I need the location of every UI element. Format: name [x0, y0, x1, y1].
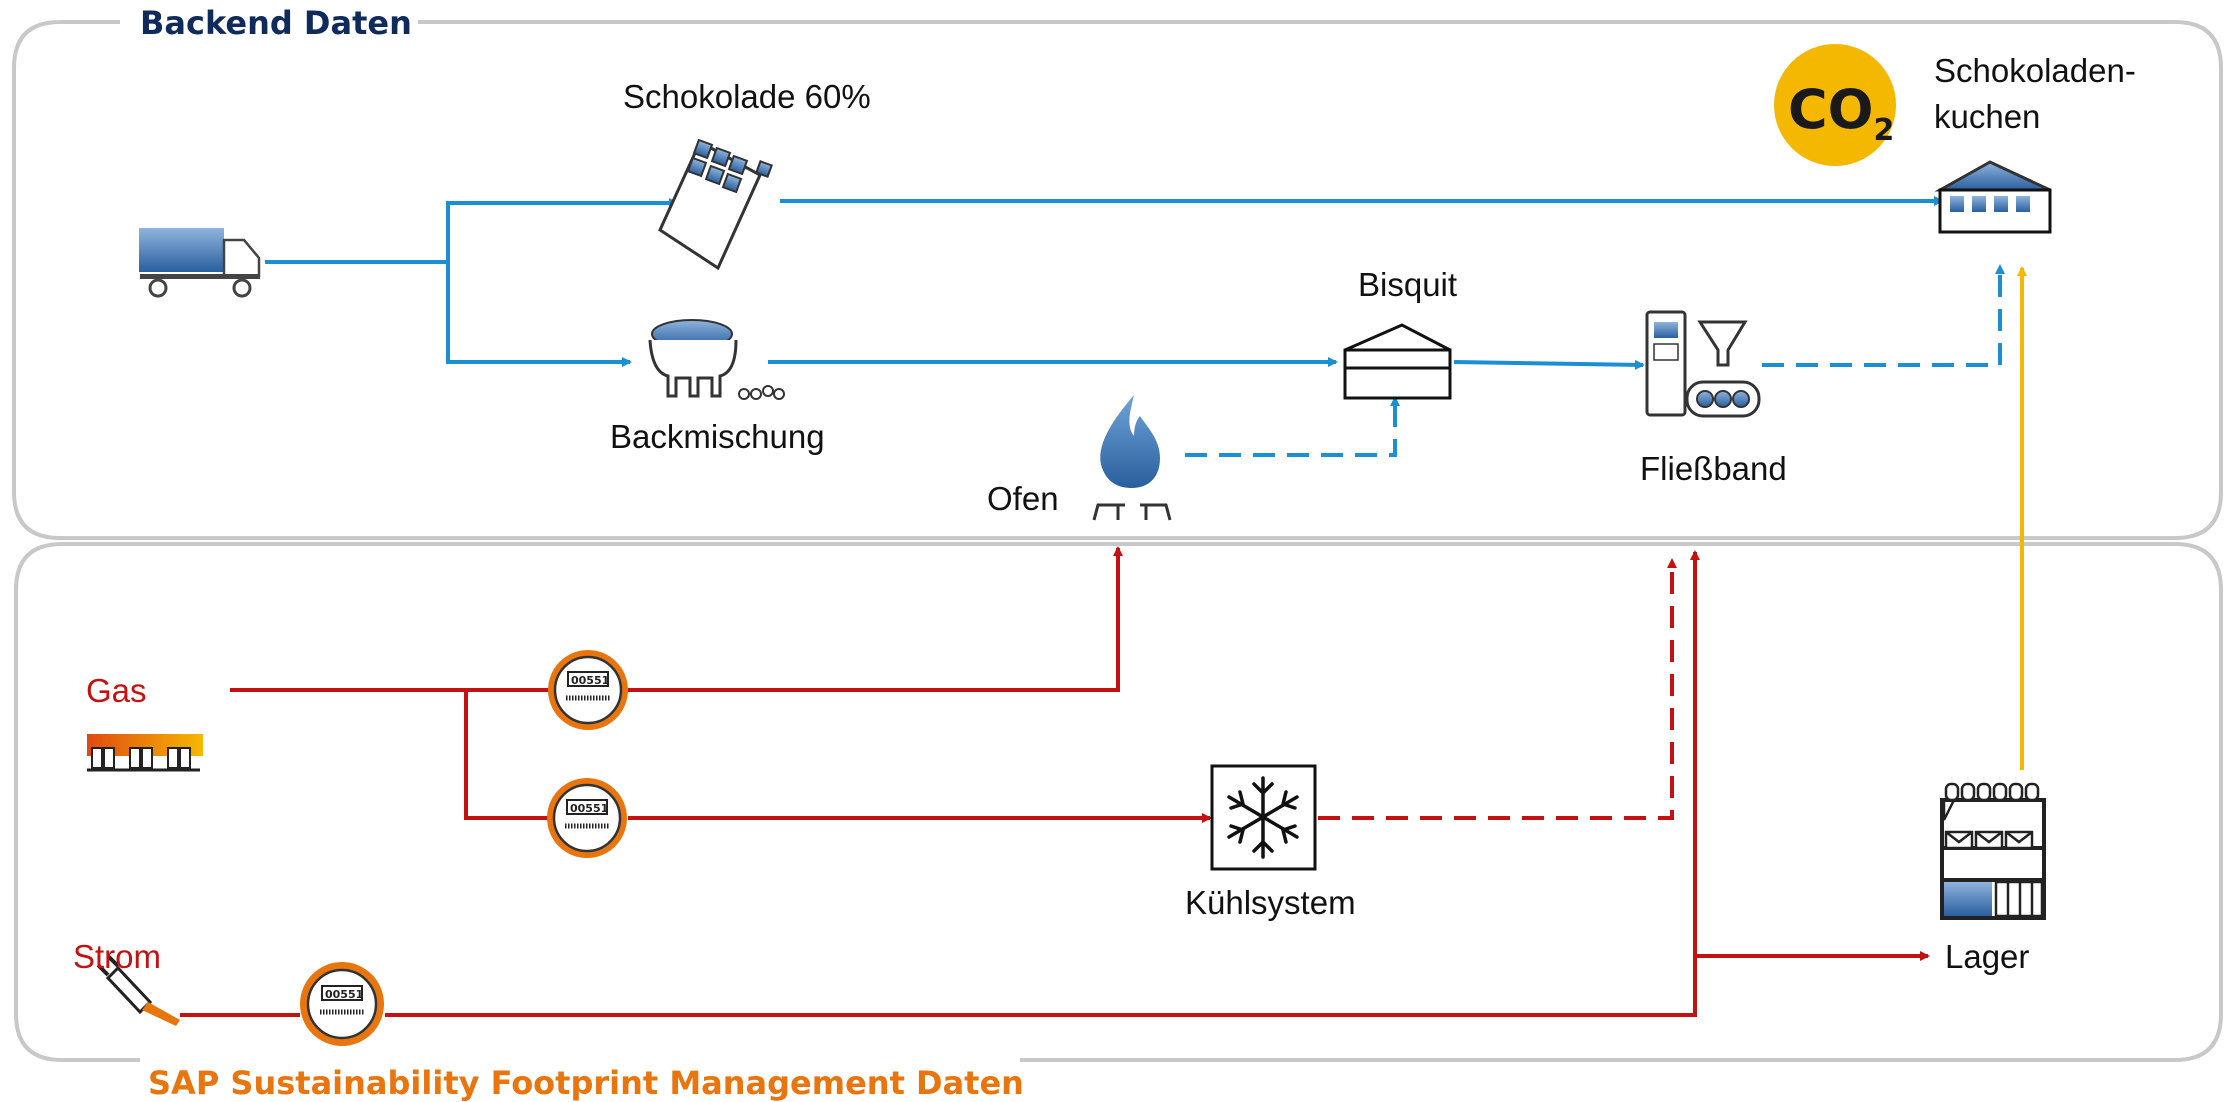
label-kuchen-line2: kuchen [1934, 98, 2040, 135]
svg-text:CO2: CO2 [1788, 78, 1894, 148]
label-schokolade: Schokolade 60% [623, 78, 871, 115]
gas-branch-line [464, 690, 548, 820]
label-gas: Gas [86, 672, 147, 709]
backend-section-title: Backend Daten [140, 4, 412, 42]
chocolate-bar-icon [658, 138, 773, 271]
label-backmischung: Backmischung [610, 418, 825, 455]
co2-subscript: 2 [1874, 113, 1895, 148]
label-strom: Strom [73, 938, 161, 975]
meter1-to-ofen-line [628, 546, 1123, 692]
kuehlsystem-to-fliessband-dashed [1318, 558, 1677, 820]
flame-icon [1092, 395, 1172, 521]
backend-flows [265, 196, 2005, 457]
meter-readout: 00551 [570, 802, 608, 815]
co2-text: CO [1788, 78, 1874, 141]
truck-icon [139, 228, 261, 298]
label-ofen: Ofen [987, 480, 1059, 517]
meter3-to-fliessband-line [385, 550, 1700, 1017]
fliessband-to-kuchen-dashed [1762, 264, 2005, 367]
meter-icon-strom: 00551 [300, 962, 384, 1046]
cake-icon [1934, 160, 2052, 234]
sap-section-title: SAP Sustainability Footprint Management … [148, 1064, 1024, 1102]
label-kuehlsystem: Kühlsystem [1185, 884, 1356, 921]
gas-pipes-icon [87, 734, 203, 772]
backend-section: Backend Daten [12, 4, 2223, 540]
meter-icon-gas-2: 00551 [547, 778, 627, 858]
meter-readout: 00551 [325, 988, 363, 1001]
truck-to-split-line [265, 198, 679, 264]
split-to-backmischung-line [446, 262, 632, 367]
conveyor-machine-icon [1645, 310, 1761, 418]
energy-flows [180, 546, 1930, 1017]
label-bisquit: Bisquit [1358, 266, 1457, 303]
snowflake-icon [1210, 764, 1317, 871]
label-fliessband: Fließband [1640, 450, 1787, 487]
meter-readout: 00551 [571, 674, 609, 687]
co2-badge: CO2 [1774, 44, 1896, 166]
warehouse-shelf-icon [1940, 782, 2046, 920]
power-plug-icon [96, 954, 180, 1026]
mixing-bowl-icon [648, 319, 785, 400]
label-lager: Lager [1945, 938, 2029, 975]
label-kuchen-line1: Schokoladen- [1934, 52, 2136, 89]
cake-slice-icon [1343, 323, 1452, 400]
sap-section: SAP Sustainability Footprint Management … [14, 542, 2223, 1102]
meter-icon-gas-1: 00551 [548, 650, 628, 730]
ofen-to-bisquit-dashed [1185, 396, 1400, 457]
bisquit-to-fliessband-line [1453, 359, 1645, 370]
